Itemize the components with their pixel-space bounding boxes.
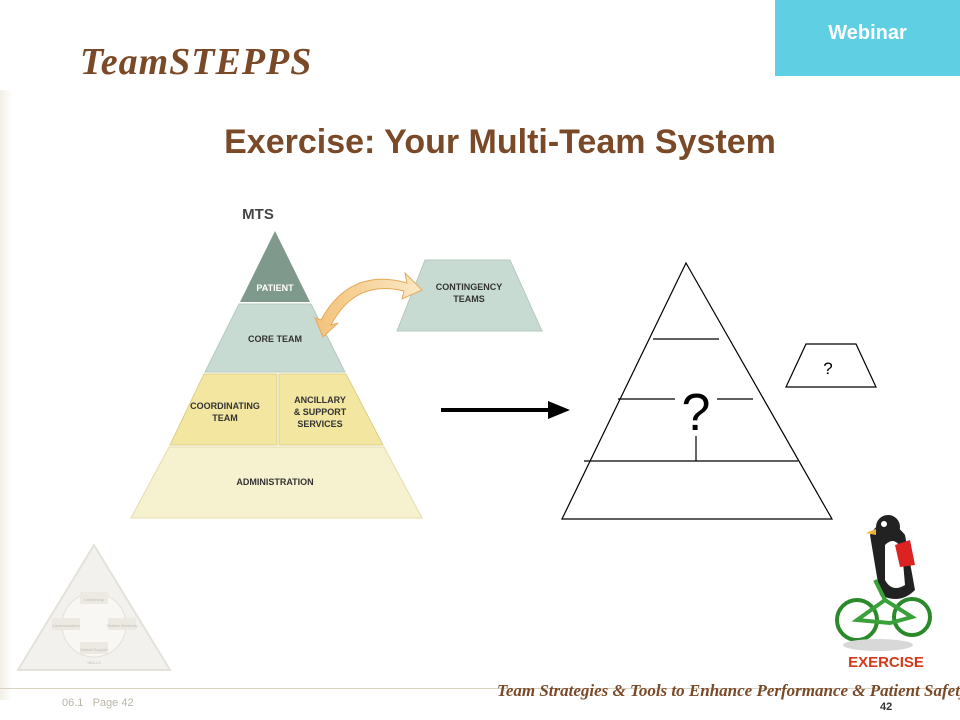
module-number: 06.1 [62,697,84,709]
contingency-label-line1: CONTINGENCY [436,282,503,292]
right-arrow-icon [441,401,570,419]
curved-double-arrow [314,271,423,338]
teamstepps-triangle-watermark: Leadership Communication Situation Monit… [16,543,172,671]
ancillary-label-line3: SERVICES [297,419,342,429]
administration-tier [130,446,423,519]
watermark-label-situation-monitoring: Situation Monitoring [107,624,138,628]
center-question-mark: ? [682,384,711,442]
exercise-label: EXERCISE [848,654,924,671]
side-team-box [785,343,877,388]
left-edge-shade [0,90,12,700]
exercise-badge: EXERCISE [835,515,932,671]
core-team-tier [204,303,346,373]
footer-tagline: Team Strategies & Tools to Enhance Perfo… [497,681,960,700]
coordinating-label-line2: TEAM [212,413,238,423]
mts-pyramid-diagram: MTS PATIENT CORE TEAM COORDINATING TEAM … [130,206,543,519]
core-team-label: CORE TEAM [248,334,302,344]
side-question-mark: ? [823,359,832,378]
webinar-tab [775,0,960,76]
administration-label: ADMINISTRATION [236,477,313,487]
contingency-teams-box [396,259,543,332]
page-number: 42 [880,701,893,713]
watermark-label-skills: SKILLS [87,660,101,665]
ancillary-label-line2: & SUPPORT [294,407,347,417]
teamstepps-logo: TeamSTEPPS [80,41,313,83]
ancillary-tier [278,373,384,446]
ancillary-label-line1: ANCILLARY [294,395,346,405]
coordinating-label-line1: COORDINATING [190,401,260,411]
watermark-label-communication: Communication [52,623,80,628]
mts-heading: MTS [242,206,274,223]
coordinating-team-tier [169,373,278,446]
page-label: Page 42 [92,697,134,709]
slide-title: Exercise: Your Multi-Team System [224,123,776,161]
footer-page-info: 06.1 Page 42 [62,697,134,709]
watermark-label-leadership: Leadership [84,597,105,602]
patient-tier [240,231,310,302]
patient-label: PATIENT [256,283,294,293]
blank-pyramid-diagram: ? ? [561,261,877,520]
footer-divider [0,688,960,689]
penguin-bicycle-icon [835,515,932,651]
contingency-label-line2: TEAMS [453,294,485,304]
watermark-label-mutual-support: Mutual Support [80,647,108,652]
webinar-label: Webinar [828,22,907,44]
